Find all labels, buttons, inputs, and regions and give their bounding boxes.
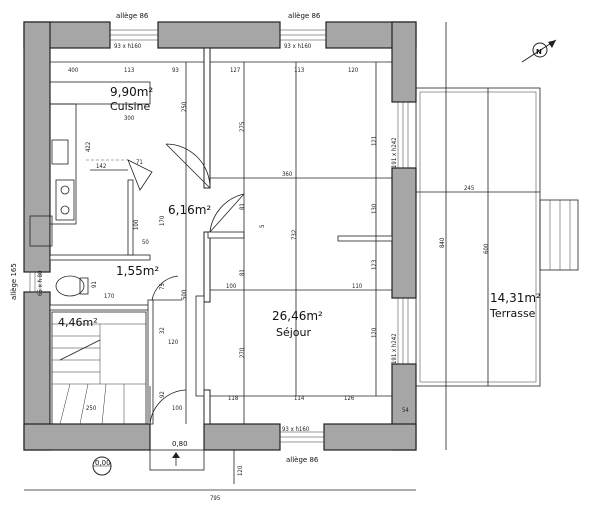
dim-840: 840 xyxy=(439,237,446,248)
window-size-right-top: 191 x h242 xyxy=(391,137,398,168)
dim-50: 50 xyxy=(142,239,149,246)
kitchen-counter-left xyxy=(49,103,77,225)
sejour-name: Séjour xyxy=(276,326,312,339)
staircase xyxy=(51,311,147,425)
dim-245: 245 xyxy=(464,185,474,192)
dim-120b: 120 xyxy=(168,339,179,346)
window-size-right-bottom: 191 x h242 xyxy=(391,333,398,364)
cuisine-name: Cuisine xyxy=(110,100,150,113)
terrace xyxy=(415,87,579,387)
dim-400: 400 xyxy=(68,67,79,74)
window-size-top-left: 93 x h160 xyxy=(114,43,142,50)
dim-120a: 120 xyxy=(348,67,359,74)
dim-795: 795 xyxy=(210,495,220,502)
wall-right-middle xyxy=(391,167,417,299)
hall-area: 6,16m² xyxy=(168,203,211,217)
dim-91: 91 xyxy=(91,281,98,288)
terrasse-area: 14,31m² xyxy=(490,291,541,305)
dim-123: 123 xyxy=(371,260,378,270)
allege-bottom: allège 86 xyxy=(286,456,319,464)
interior-walls xyxy=(49,47,393,425)
cuisine-area: 9,90m² xyxy=(110,85,153,99)
kitchen-fixtures xyxy=(29,81,153,247)
north-arrow-icon: N xyxy=(521,39,557,63)
toilet xyxy=(55,275,85,297)
dim-170a: 170 xyxy=(159,215,166,226)
dim-118: 118 xyxy=(228,395,239,402)
kitchen-stove xyxy=(55,179,75,221)
allege-left: allège 165 xyxy=(10,263,18,300)
wc-fixtures xyxy=(55,275,89,297)
allege-top-right: allège 86 xyxy=(288,12,321,20)
terrace-outline xyxy=(415,87,541,387)
window-size-top-right: 93 x h160 xyxy=(284,43,312,50)
dim-120d: 120 xyxy=(237,465,244,476)
dim-142: 142 xyxy=(96,163,106,170)
dim-126: 126 xyxy=(344,395,355,402)
dim-54: 54 xyxy=(402,407,409,414)
dim-75: 75 xyxy=(159,283,166,290)
terrasse-name: Terrasse xyxy=(489,307,536,320)
dim-121a: 121 xyxy=(371,136,378,146)
dim-500: 500 xyxy=(181,289,188,300)
wall-bottom-right xyxy=(323,423,417,451)
dim-600: 600 xyxy=(483,243,490,254)
level-value: 0,00 xyxy=(95,459,111,467)
dim-81b: 81 xyxy=(239,269,246,276)
dimension-labels: 400 113 93 127 113 120 300 250 275 121 4… xyxy=(68,67,490,502)
dim-32: 32 xyxy=(159,327,166,334)
entrance xyxy=(149,449,205,471)
dim-170b: 170 xyxy=(104,293,115,300)
window-size-left: 65 x h 80 xyxy=(37,270,44,296)
dim-100c: 100 xyxy=(172,405,183,412)
svg-text:N: N xyxy=(536,48,542,56)
dim-113a: 113 xyxy=(124,67,134,74)
dim-732: 732 xyxy=(291,230,298,240)
allege-top-left: allège 86 xyxy=(116,12,149,20)
level-marker: 0,00 xyxy=(92,456,112,476)
window-labels: allège 86 93 x h160 allège 86 93 x h160 … xyxy=(10,12,398,464)
fridge xyxy=(29,215,53,247)
stair-area: 4,46m² xyxy=(58,316,98,329)
exterior-walls xyxy=(23,21,417,451)
dimension-lines xyxy=(24,22,540,491)
wall-right-upper xyxy=(391,21,417,103)
dim-300: 300 xyxy=(124,115,135,122)
dim-250: 250 xyxy=(181,101,188,112)
dim-71: 71 xyxy=(136,159,143,166)
kitchen-sink xyxy=(51,139,69,165)
dim-275: 275 xyxy=(239,122,246,132)
dim-100a: 100 xyxy=(133,219,140,230)
door-width: 0,80 xyxy=(172,440,188,448)
dim-100b: 100 xyxy=(226,283,237,290)
dim-92: 92 xyxy=(159,391,166,398)
windows xyxy=(29,29,409,443)
wc-area: 1,55m² xyxy=(116,264,159,278)
dim-127: 127 xyxy=(230,67,240,74)
terrace-steps xyxy=(539,199,579,271)
dim-110: 110 xyxy=(352,283,363,290)
dim-5: 5 xyxy=(259,225,266,228)
doors xyxy=(149,143,245,425)
dim-114: 114 xyxy=(294,395,305,402)
wall-bottom-left xyxy=(23,423,151,451)
dim-113b: 113 xyxy=(294,67,304,74)
dim-360: 360 xyxy=(282,171,293,178)
wall-top-middle xyxy=(157,21,281,49)
dim-81a: 81 xyxy=(239,203,246,210)
dim-422: 422 xyxy=(85,142,92,152)
window-size-bottom: 93 x h160 xyxy=(282,426,310,433)
sejour-area: 26,46m² xyxy=(272,309,323,323)
dim-130: 130 xyxy=(371,203,378,214)
kitchen-counter-top xyxy=(49,81,151,105)
dim-250b: 250 xyxy=(86,405,97,412)
wall-bottom-middle xyxy=(203,423,281,451)
dim-93: 93 xyxy=(172,67,179,74)
room-labels: 9,90m² Cuisine 6,16m² 1,55m² 4,46m² 26,4… xyxy=(58,85,541,339)
dim-120c: 120 xyxy=(371,327,378,338)
dim-270: 270 xyxy=(239,347,246,358)
wall-left-upper xyxy=(23,21,51,273)
